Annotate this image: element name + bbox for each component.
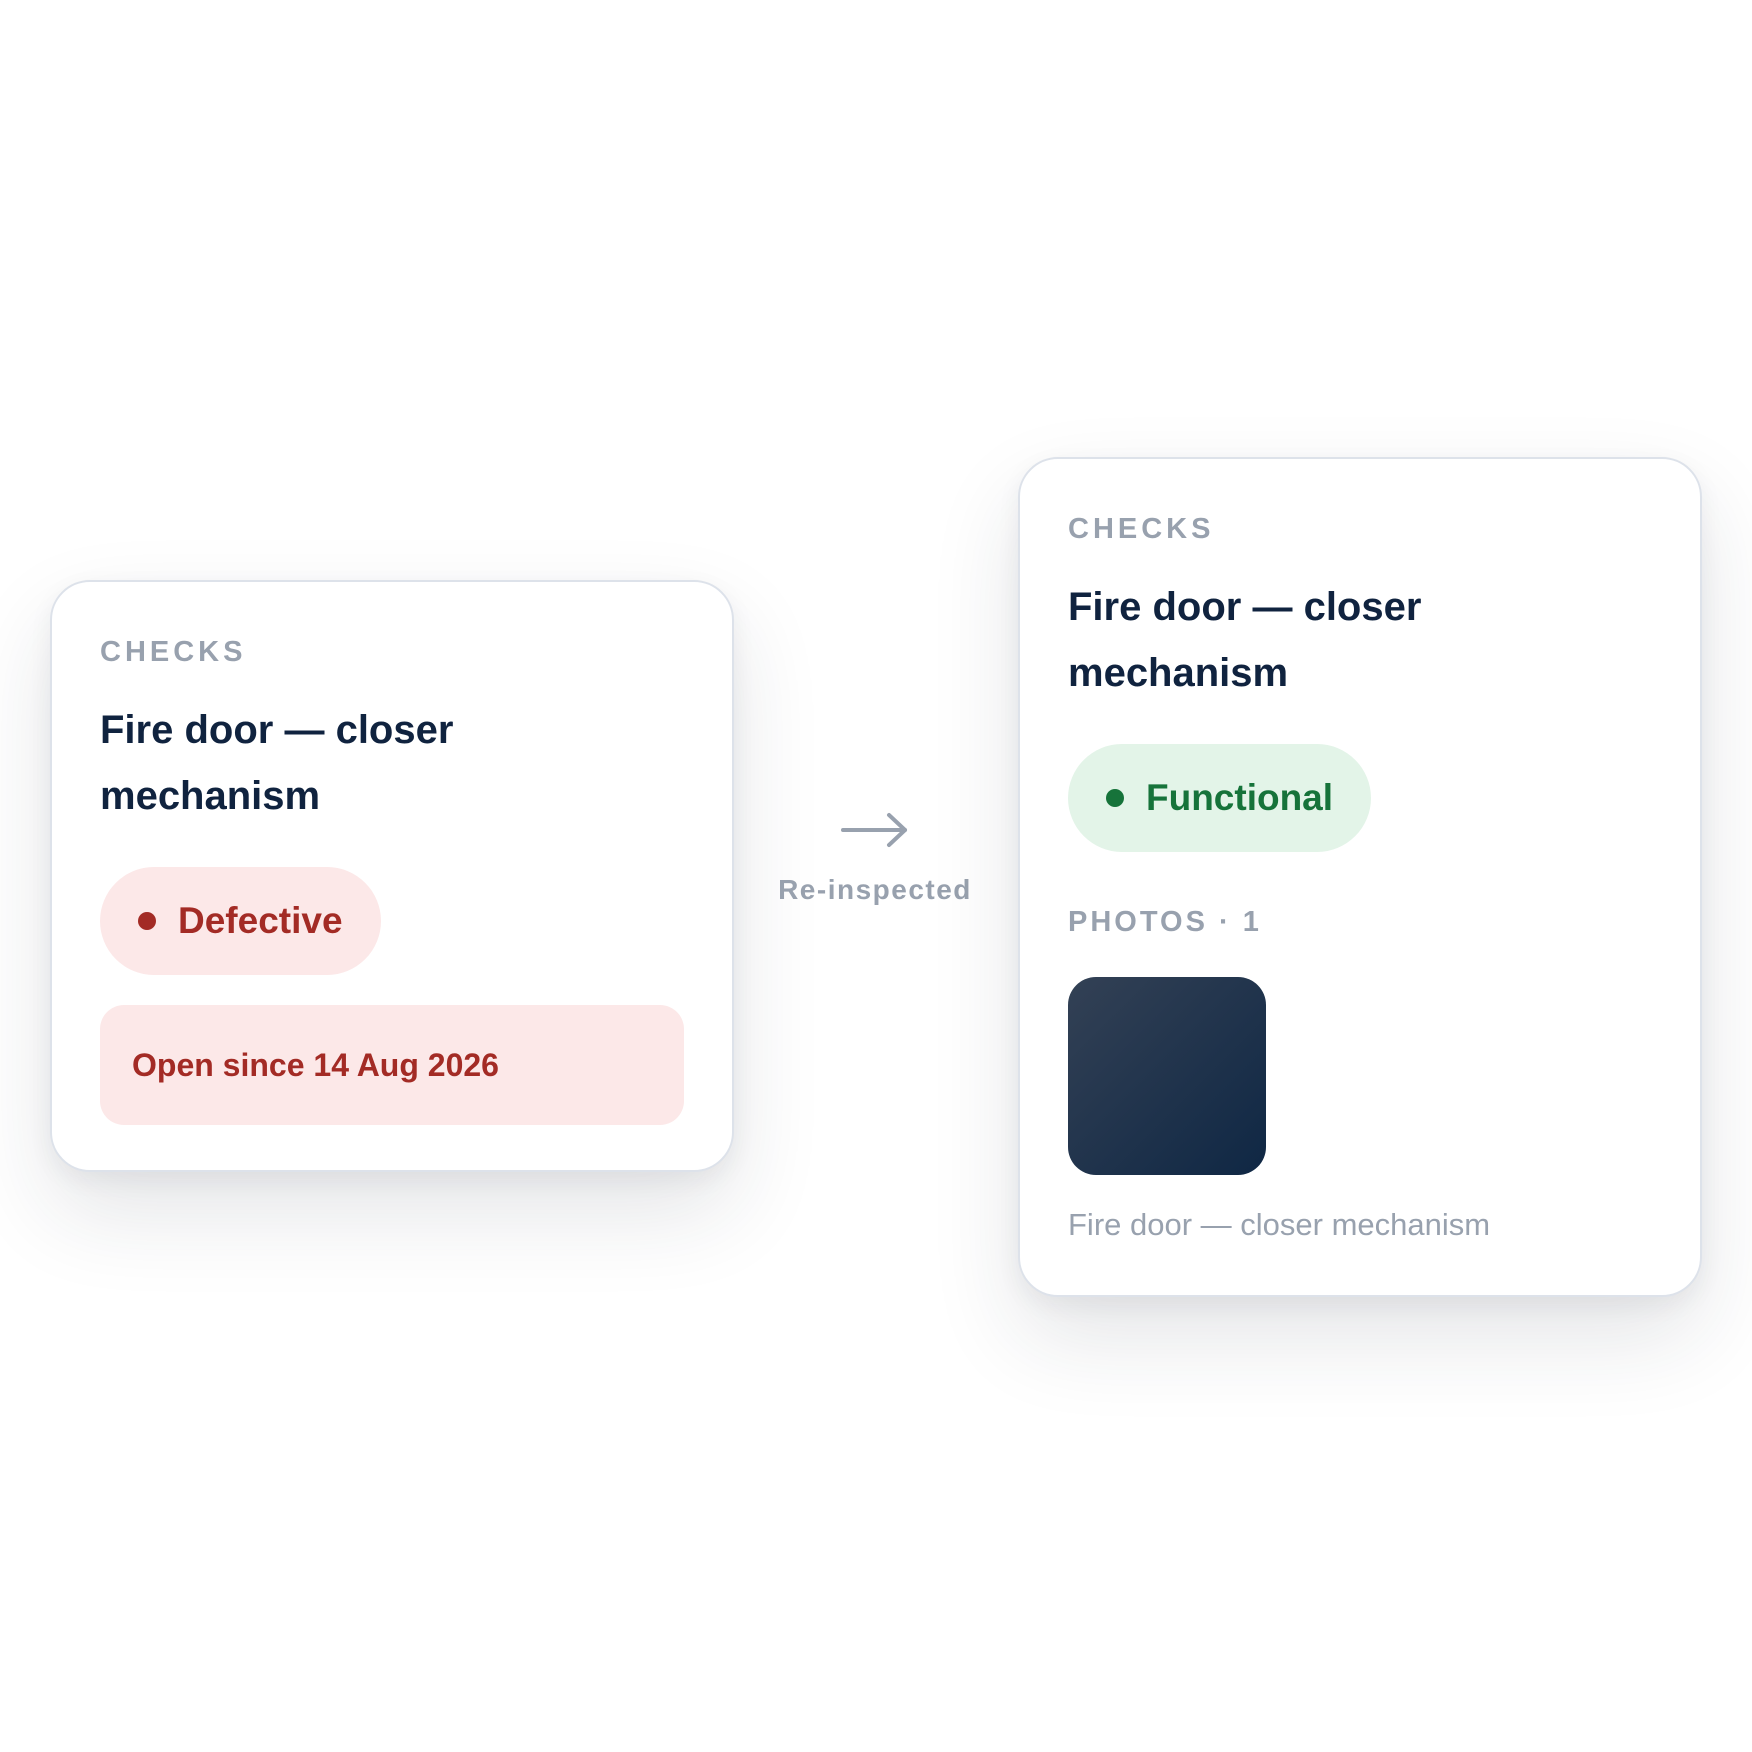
status-label: Functional [1146, 777, 1334, 818]
status-label: Defective [178, 900, 343, 941]
check-card-before: CHECKS Fire door — closer mechanism Defe… [50, 580, 734, 1172]
status-dot-icon [1106, 789, 1124, 807]
open-since-notice: Open since 14 Aug 2026 [100, 1005, 684, 1125]
check-title: Fire door — closer mechanism [100, 708, 454, 818]
status-badge-functional: Functional [1068, 744, 1372, 852]
section-eyebrow: CHECKS [100, 636, 247, 668]
section-eyebrow: CHECKS [1068, 513, 1215, 545]
arrow-right-icon [841, 813, 907, 847]
status-badge-defective: Defective [100, 867, 381, 975]
photo-thumbnail[interactable] [1068, 977, 1266, 1175]
transition-label: Re-inspected [778, 874, 972, 905]
photo-caption: Fire door — closer mechanism [1068, 1207, 1491, 1242]
check-card-after: CHECKS Fire door — closer mechanism Func… [1018, 457, 1702, 1297]
check-title: Fire door — closer mechanism [1068, 585, 1422, 695]
photos-count-label: PHOTOS · 1 [1068, 906, 1262, 938]
status-dot-icon [138, 912, 156, 930]
transition-indicator: Re-inspected [770, 810, 980, 906]
